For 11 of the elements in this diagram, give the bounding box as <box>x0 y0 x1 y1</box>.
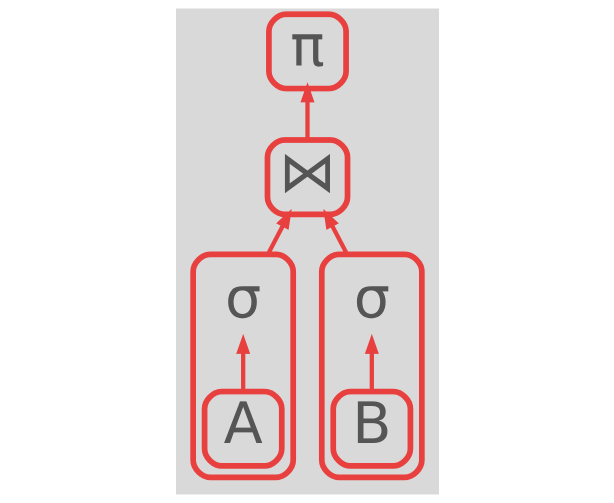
arrow <box>300 82 314 140</box>
cluster <box>318 252 424 480</box>
node-box: B <box>330 388 413 469</box>
arrow <box>364 334 378 392</box>
node-box: A <box>201 388 284 469</box>
node-box: ⋈ <box>264 137 350 218</box>
cluster <box>190 252 296 480</box>
node-text: σ <box>224 265 261 332</box>
node-box: π <box>266 11 348 92</box>
arrow <box>236 334 250 392</box>
node-text: σ <box>353 265 390 332</box>
